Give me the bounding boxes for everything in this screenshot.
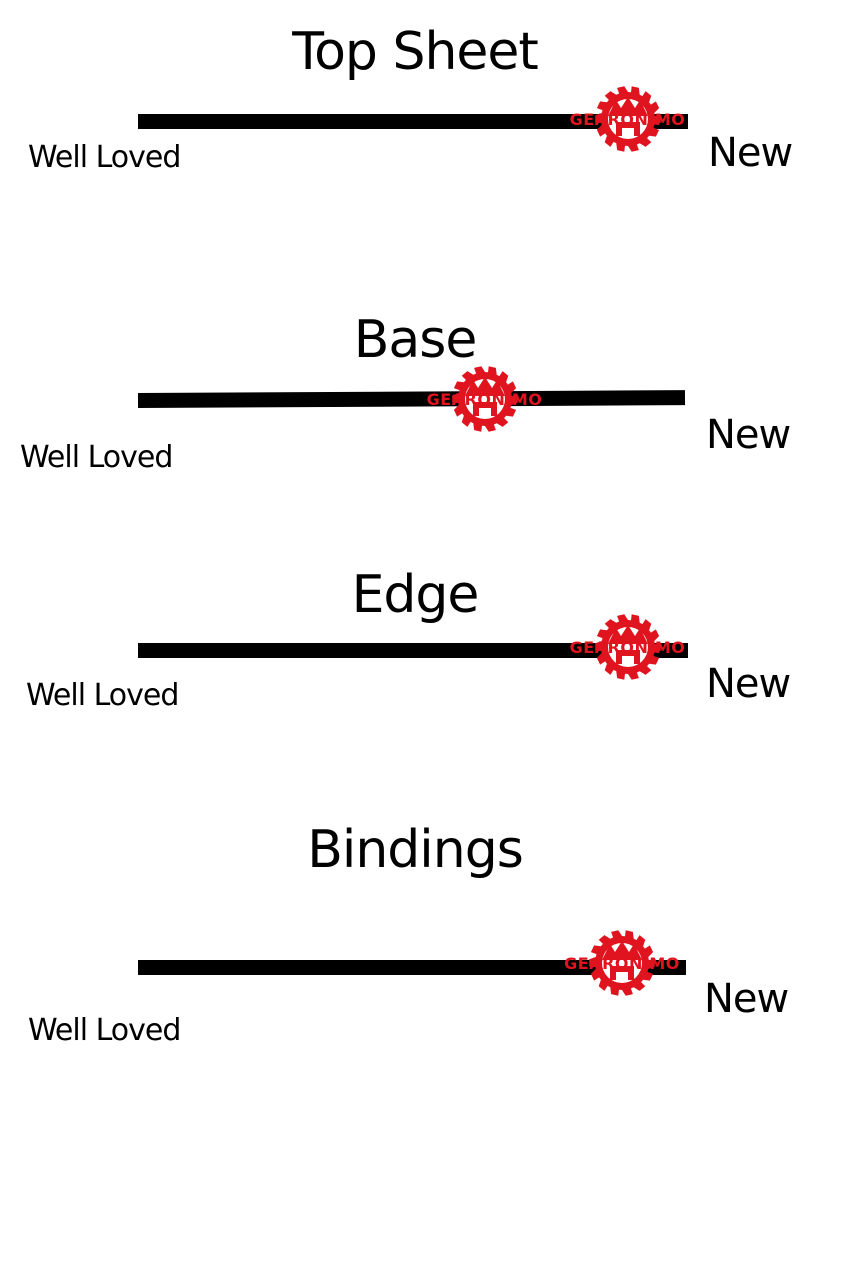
brand-name: GEARONIMO (564, 954, 680, 973)
gearonimo-rating-marker: GEARONIMO (552, 928, 692, 998)
new-label: New (704, 976, 789, 1022)
brand-name: GEARONIMO (569, 110, 686, 129)
new-label: New (706, 412, 791, 458)
gearonimo-rating-marker: GEARONIMO (415, 364, 555, 434)
well-loved-label: Well Loved (20, 440, 173, 475)
well-loved-label: Well Loved (28, 140, 181, 175)
rating-edge: Edge Well Loved New GEARONIMO (0, 545, 853, 795)
new-label: New (708, 130, 793, 176)
rating-title: Top Sheet (292, 22, 539, 82)
rating-bindings: Bindings Well Loved New GEARONIMO (0, 800, 853, 1050)
brand-name: GEARONIMO (426, 390, 543, 409)
rating-title: Base (353, 310, 478, 370)
rating-scale-bar (138, 643, 688, 658)
new-label: New (706, 661, 791, 707)
brand-name: GEARONIMO (569, 638, 686, 657)
gear-mountain-logo-icon (594, 86, 661, 152)
gear-mountain-logo-icon (451, 366, 518, 432)
gearonimo-rating-marker: GEARONIMO (558, 612, 698, 682)
rating-scale-bar (138, 960, 686, 975)
rating-title: Bindings (307, 820, 524, 880)
rating-scale-bar (137, 390, 686, 408)
rating-base: Base Well Loved New GEARONIMO (0, 290, 853, 540)
rating-top-sheet: Top Sheet Well Loved New GEARONIMO (0, 0, 853, 250)
well-loved-label: Well Loved (28, 1013, 181, 1048)
gearonimo-rating-marker: GEARONIMO (558, 84, 698, 154)
well-loved-label: Well Loved (26, 678, 179, 713)
gear-mountain-logo-icon (589, 930, 655, 996)
gear-mountain-logo-icon (594, 614, 661, 680)
rating-scale-bar (138, 114, 688, 129)
rating-title: Edge (351, 565, 480, 625)
